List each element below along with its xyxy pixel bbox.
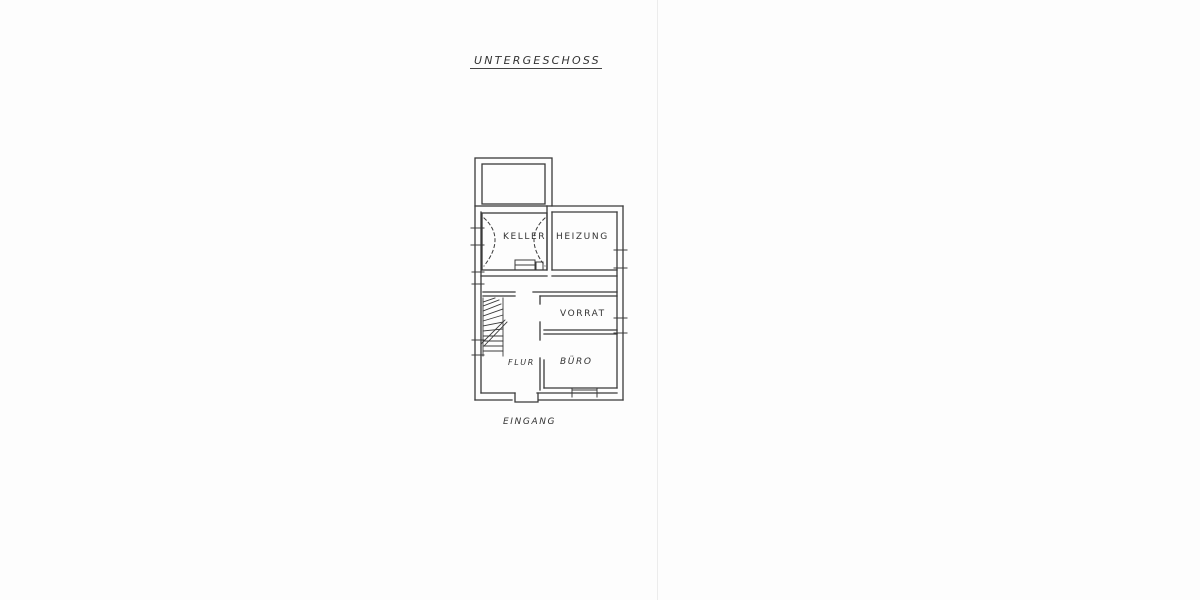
windows xyxy=(470,227,628,398)
title-underline xyxy=(470,68,602,69)
page-fold-line xyxy=(657,0,658,600)
top-annex xyxy=(474,157,553,207)
interior-walls xyxy=(480,205,618,391)
door-swings xyxy=(483,217,546,267)
outer-walls xyxy=(474,205,624,403)
staircase xyxy=(480,297,508,357)
room-label-heizung: HEIZUNG xyxy=(556,232,609,242)
room-label-keller: KELLER xyxy=(503,232,547,242)
fixture xyxy=(514,259,544,271)
room-label-flur: FLUR xyxy=(508,358,535,367)
room-label-vorrat: VORRAT xyxy=(560,309,606,319)
room-label-buero: BÜRO xyxy=(560,357,593,367)
floor-title: UNTERGESCHOSS xyxy=(474,54,601,67)
entrance-label: EINGANG xyxy=(503,417,557,427)
